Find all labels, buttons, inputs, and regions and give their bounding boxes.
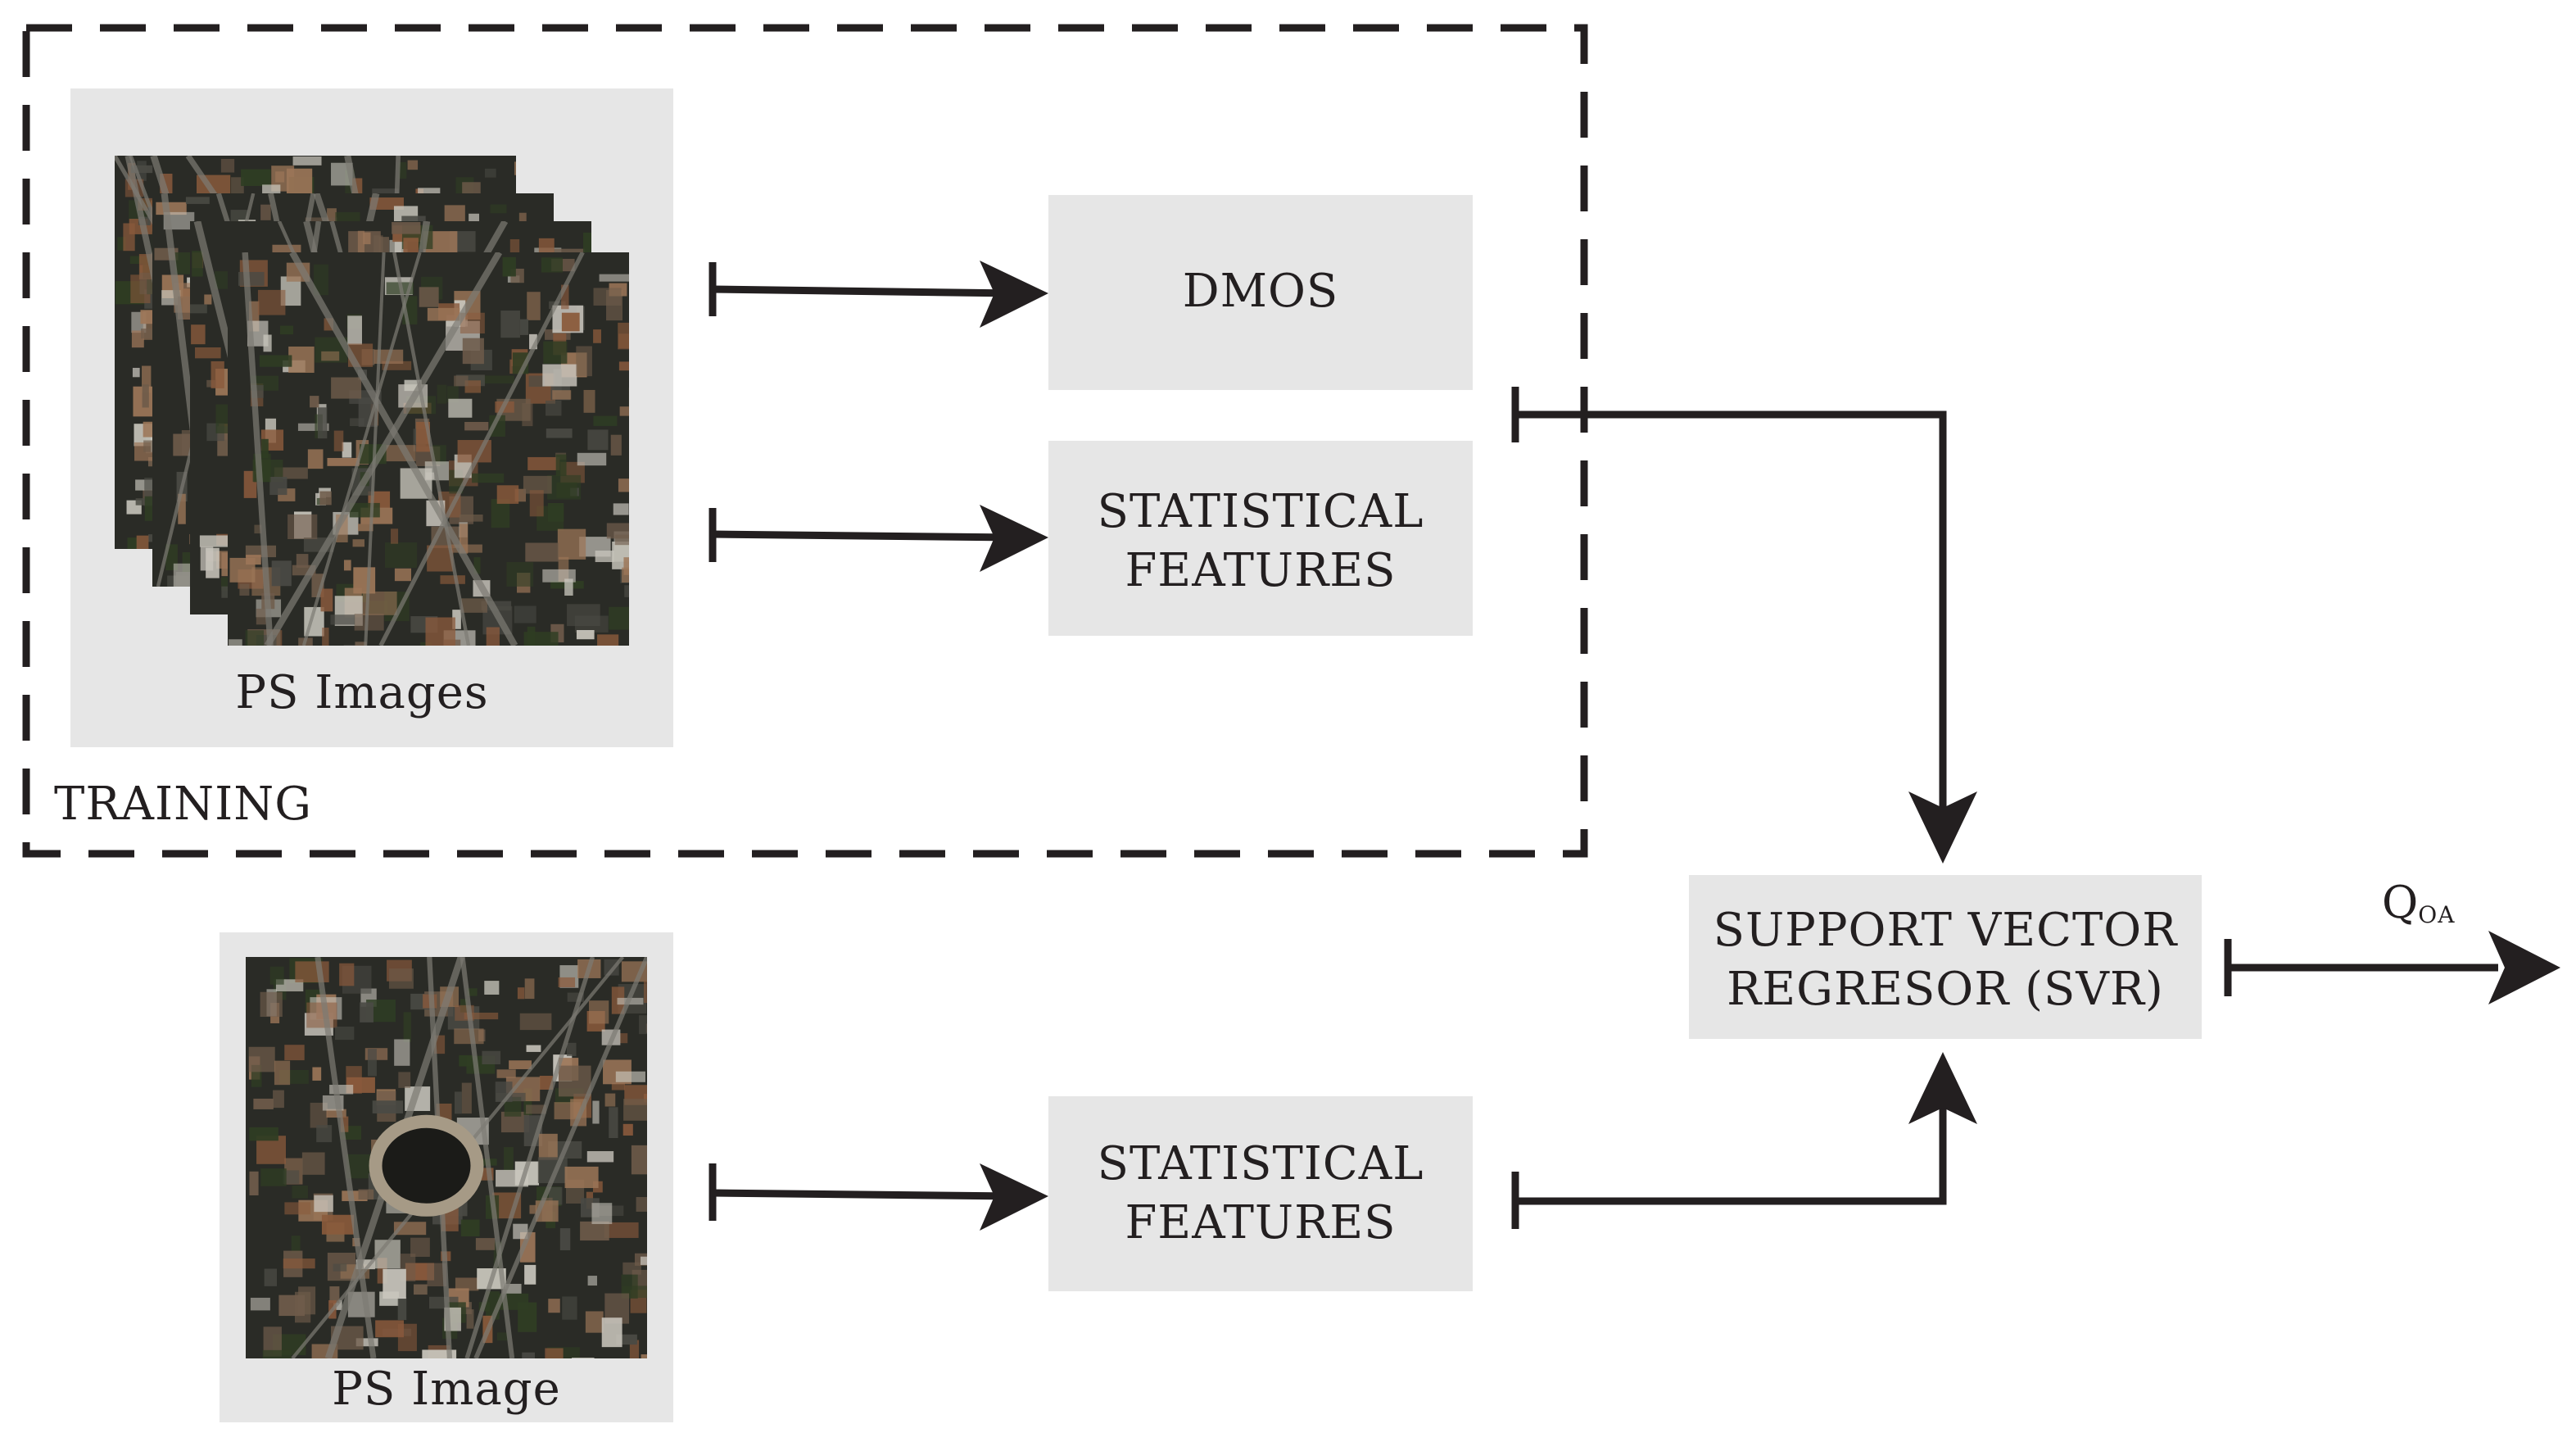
test-features-line-1: STATISTICAL: [1097, 1137, 1424, 1190]
training-image-4: [228, 252, 629, 646]
test-features-line-2: FEATURES: [1125, 1196, 1397, 1249]
dmos-label: DMOS: [1182, 265, 1339, 318]
training-label: TRAINING: [54, 778, 312, 831]
test-features-box: [1048, 1096, 1473, 1291]
arrowhead-dmos: [980, 261, 1048, 328]
training-images-caption: PS Images: [235, 666, 489, 719]
training-features-line-1: STATISTICAL: [1097, 485, 1424, 538]
svr-box: [1689, 875, 2202, 1039]
training-features-box: [1048, 441, 1473, 636]
arrow-images-to-features: [712, 530, 1016, 542]
arrow-training-to-svr: [1515, 410, 1947, 811]
arrow-test-features-to-svr: [1515, 1103, 1947, 1205]
test-image: [246, 957, 647, 1358]
training-region-border: [22, 24, 1588, 858]
arrowhead-test-features: [980, 1163, 1048, 1231]
training-features-label: STATISTICAL FEATURES: [1048, 483, 1473, 601]
arrowhead-training-features: [980, 505, 1048, 572]
arrowhead-output: [2488, 931, 2560, 1004]
svr-label: SUPPORT VECTOR REGRESOR (SVR): [1689, 901, 2202, 1019]
arrow-images-to-dmos: [712, 285, 1016, 297]
output-label-main: Q: [2382, 877, 2419, 928]
dmos-box: [1048, 195, 1473, 390]
training-features-line-2: FEATURES: [1125, 544, 1397, 597]
arrowhead-svr-top: [1908, 791, 1977, 864]
svr-line-2: REGRESOR (SVR): [1727, 963, 2164, 1016]
test-features-label: STATISTICAL FEATURES: [1048, 1135, 1473, 1253]
test-image-caption: PS Image: [332, 1363, 561, 1416]
output-label: QOA: [2382, 878, 2455, 940]
arrow-test-image-to-features: [712, 1189, 1016, 1200]
output-label-sub: OA: [2418, 901, 2456, 928]
svr-line-1: SUPPORT VECTOR: [1713, 904, 2178, 957]
arrowhead-svr-bottom: [1908, 1052, 1977, 1124]
